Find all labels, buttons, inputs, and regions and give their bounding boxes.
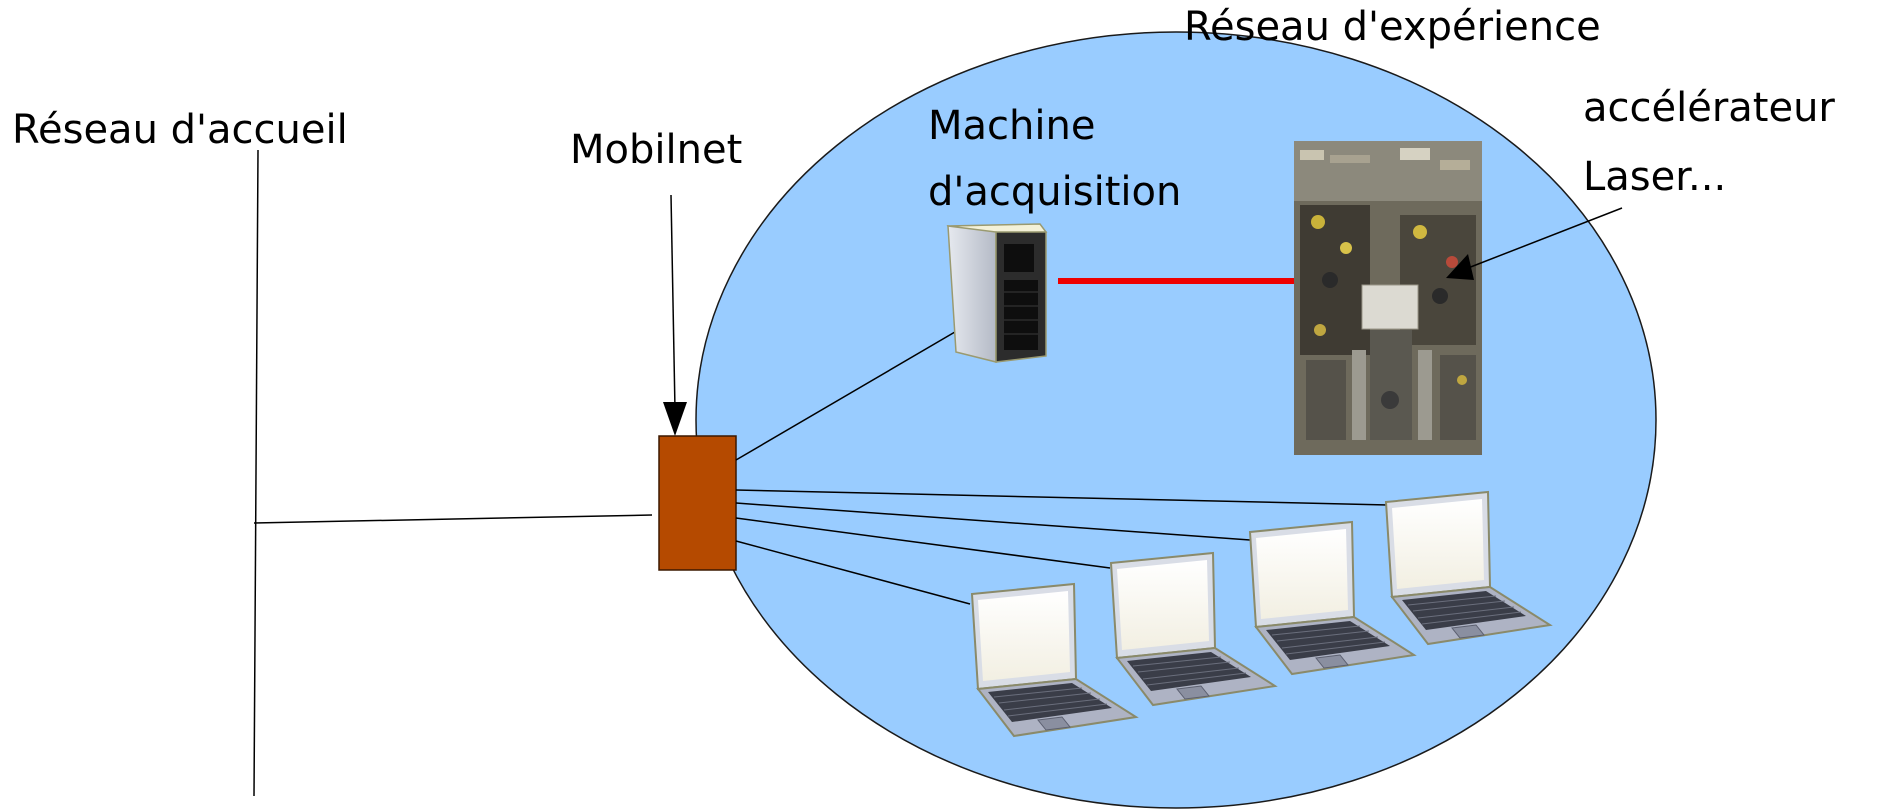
mobilnet-to-laptops-links bbox=[735, 489, 1389, 605]
accelerator-callout-arrow bbox=[1446, 207, 1623, 280]
home-to-mobilnet-link bbox=[253, 514, 653, 524]
accelerator-photo bbox=[1294, 141, 1482, 455]
home-network-label: Réseau d'accueil bbox=[12, 107, 348, 153]
accelerator-label-line2: Laser... bbox=[1583, 154, 1727, 200]
accelerator-label-line1: accélérateur bbox=[1583, 85, 1835, 131]
experiment-network-label: Réseau d'expérience bbox=[1184, 4, 1601, 50]
acquisition-machine-label-line2: d'acquisition bbox=[928, 169, 1182, 215]
mobilnet-box bbox=[658, 435, 737, 571]
mobilnet-label: Mobilnet bbox=[570, 127, 743, 173]
server-icon bbox=[946, 223, 1048, 363]
home-network-line bbox=[253, 149, 259, 797]
mobilnet-pointer-arrow bbox=[663, 194, 687, 436]
mobilnet-to-acquisition-link bbox=[735, 307, 997, 461]
acquisition-machine-label-line1: Machine bbox=[928, 103, 1096, 149]
